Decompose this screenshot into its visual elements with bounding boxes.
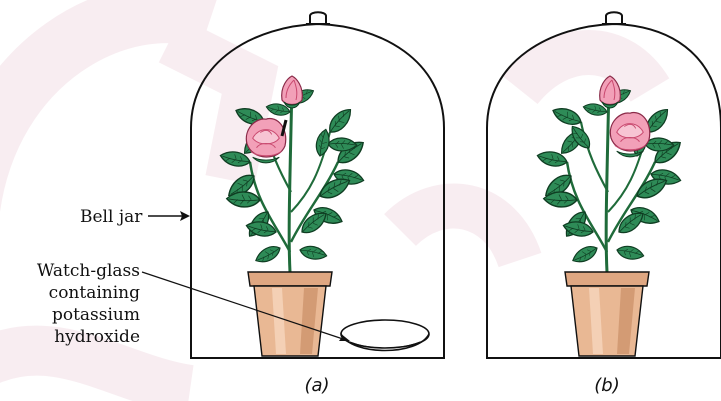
watch-glass-pointer bbox=[141, 271, 347, 341]
watch-glass-label-line1: Watch-glass bbox=[37, 261, 140, 281]
bell-jar-a bbox=[190, 11, 445, 359]
caption-a: (a) bbox=[304, 375, 329, 396]
watch-glass-label-group: Watch-glass containing potassium hydroxi… bbox=[37, 261, 350, 347]
rose-plant-a bbox=[219, 75, 368, 357]
watch-glass-label-line3: potassium bbox=[52, 305, 140, 325]
setup-a bbox=[190, 11, 445, 359]
watermark bbox=[0, 0, 670, 401]
caption-b: (b) bbox=[594, 375, 619, 396]
bell-jar-label: Bell jar bbox=[80, 207, 143, 227]
watch-glass-label-line2: containing bbox=[49, 283, 140, 303]
bell-jar-b bbox=[486, 11, 721, 359]
watch-glass bbox=[340, 319, 430, 352]
watch-glass-arrowhead bbox=[339, 333, 350, 341]
bell-jar-label-group: Bell jar bbox=[80, 207, 190, 227]
rose-plant-b bbox=[536, 75, 685, 357]
watch-glass-label-line4: hydroxide bbox=[54, 327, 140, 347]
bell-jar-arrowhead bbox=[180, 211, 190, 221]
setup-b bbox=[486, 11, 721, 359]
